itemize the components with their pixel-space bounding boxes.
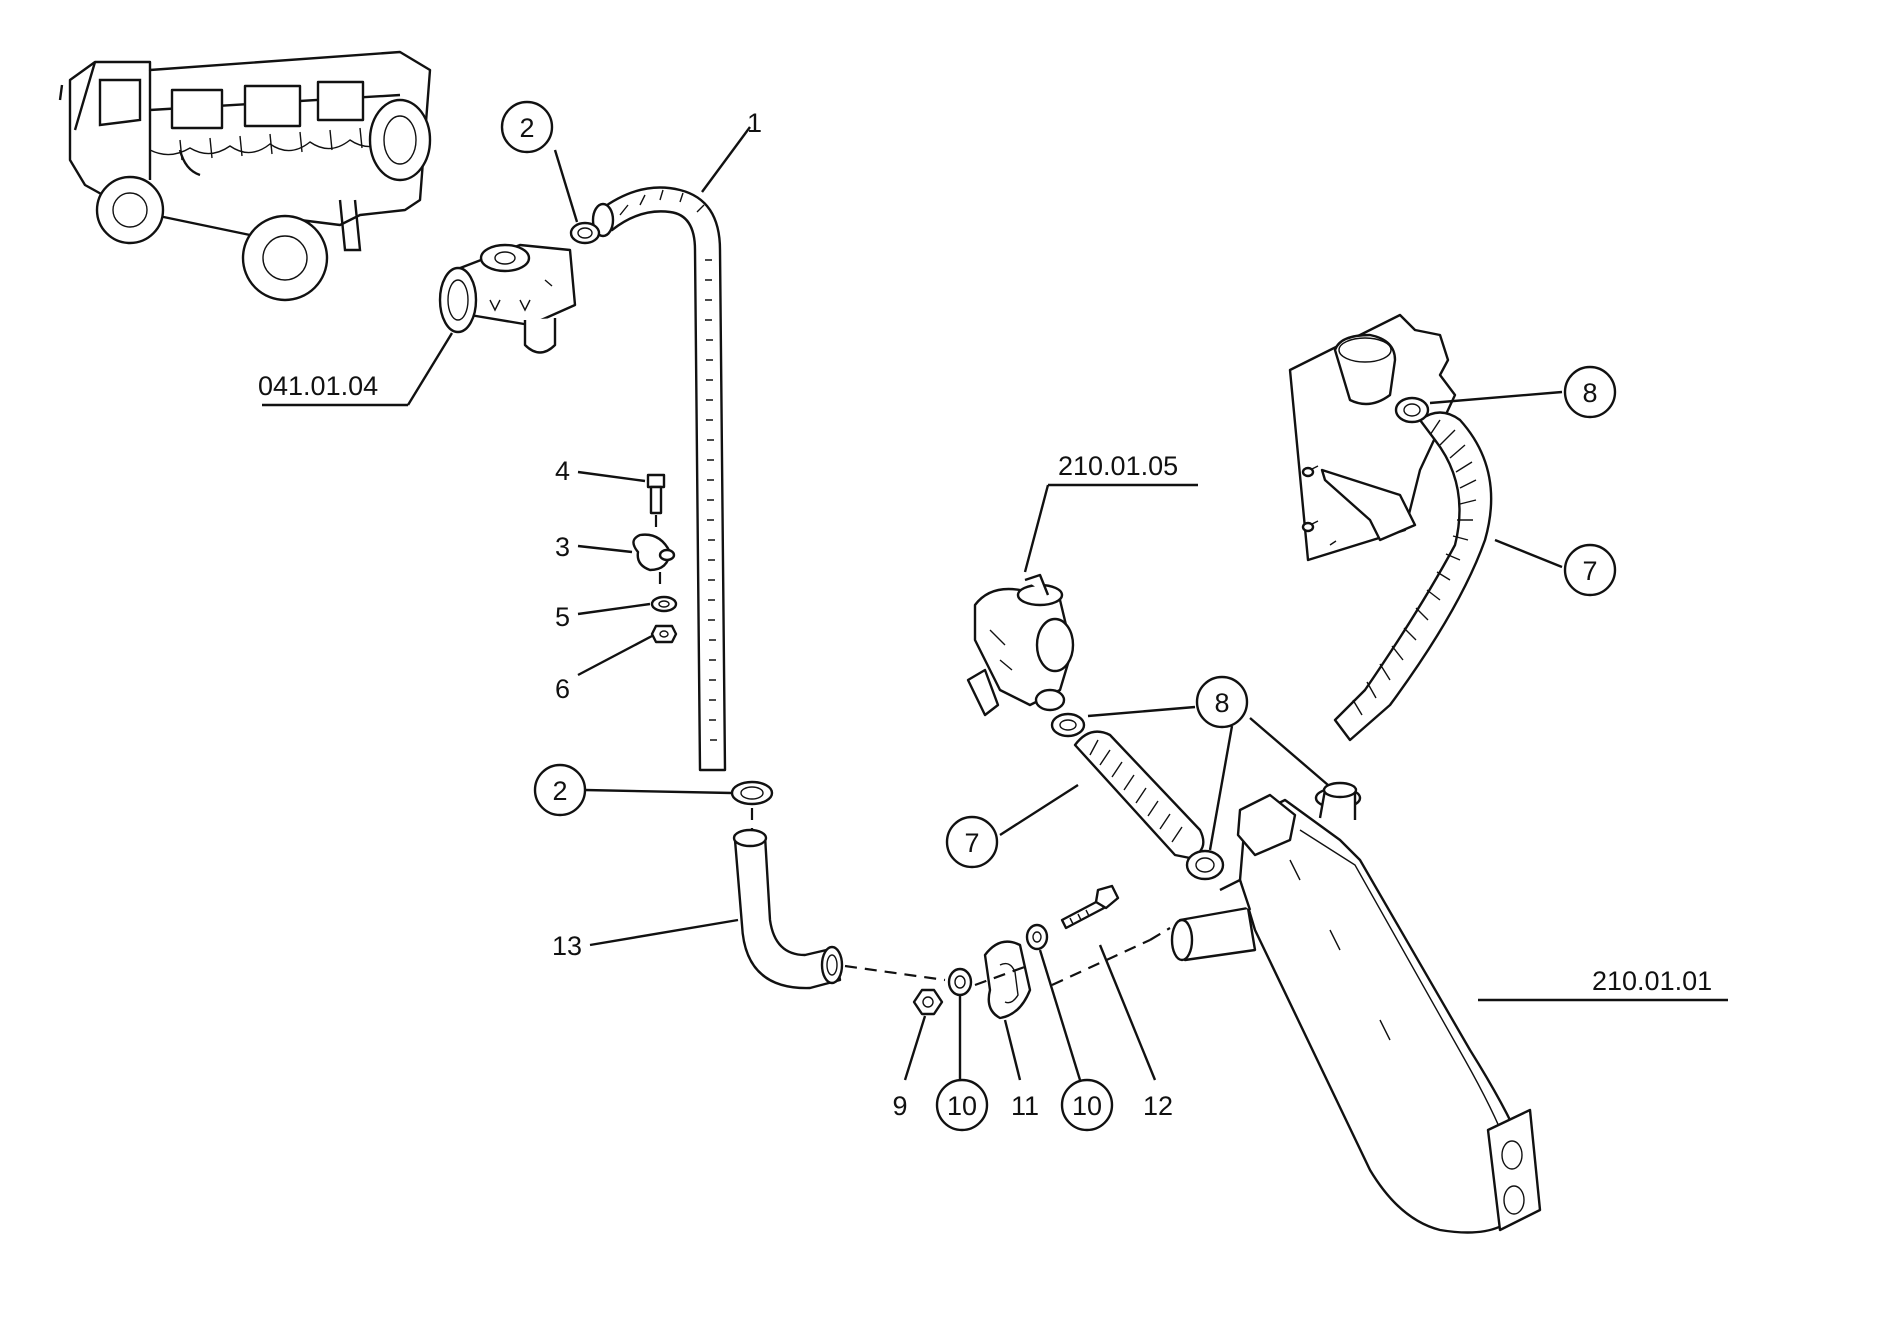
- bubble-10-right: [1060, 1078, 1114, 1132]
- bubble-2-bottom: [533, 763, 587, 817]
- bolt-12: [1051, 884, 1171, 1081]
- part-label-2-bottom: 2: [552, 776, 567, 806]
- clip-3: [577, 533, 676, 590]
- washer-10-left: [947, 967, 973, 1080]
- hose-clamp-2-bottom: [584, 780, 774, 830]
- nut-6: [577, 624, 678, 677]
- part-label-2-top: 2: [519, 113, 534, 143]
- upper-corrugated-hose-7: [1333, 411, 1563, 742]
- elbow-pipe-13: [589, 828, 946, 990]
- part-label-12: 12: [1143, 1091, 1173, 1121]
- bubble-10-left: [935, 1078, 989, 1132]
- vehicle-thumbnail: [58, 50, 432, 302]
- part-label-3: 3: [555, 532, 570, 562]
- long-corrugated-hose-1: [591, 126, 751, 772]
- part-label-13: 13: [552, 931, 582, 961]
- heater-valve-041-01-04: [262, 243, 577, 407]
- fitting-210-01-05: [966, 483, 1198, 717]
- washer-5: [577, 595, 678, 616]
- part-label-5: 5: [555, 602, 570, 632]
- ref-label-210-01-05: 210.01.05: [1058, 451, 1178, 481]
- part-label-7-left: 7: [964, 828, 979, 858]
- bubble-7-right: [1563, 543, 1617, 597]
- part-label-11: 11: [1011, 1091, 1039, 1121]
- mounting-bracket-plate: [1288, 313, 1457, 562]
- ref-label-041-01-04: 041.01.04: [258, 371, 378, 401]
- part-label-9: 9: [892, 1091, 907, 1121]
- part-label-10-left: 10: [947, 1091, 977, 1121]
- part-label-7-right: 7: [1582, 556, 1597, 586]
- hose-clamp-2-top: [553, 149, 601, 245]
- part-label-1: 1: [747, 108, 762, 138]
- washer-10-right: [1025, 923, 1082, 1081]
- part-label-8-top: 8: [1582, 378, 1597, 408]
- ref-label-210-01-01: 210.01.01: [1592, 966, 1712, 996]
- part-label-4: 4: [555, 456, 570, 486]
- bracket-11: [974, 940, 1032, 1081]
- bubble-8-middle: [1195, 675, 1249, 729]
- part-label-10-right: 10: [1072, 1091, 1102, 1121]
- short-corrugated-hose-7: [999, 730, 1205, 860]
- heat-exchanger-210-01-01: [1170, 781, 1728, 1234]
- part-label-8-middle: 8: [1214, 688, 1229, 718]
- bubble-7-left: [945, 815, 999, 869]
- bubble-8-top: [1563, 365, 1617, 419]
- bolt-4: [577, 470, 666, 535]
- bubble-2-top: [500, 100, 554, 154]
- part-label-6: 6: [555, 674, 570, 704]
- nut-9: [903, 988, 944, 1081]
- hose-clamp-8-top: [1394, 390, 1563, 424]
